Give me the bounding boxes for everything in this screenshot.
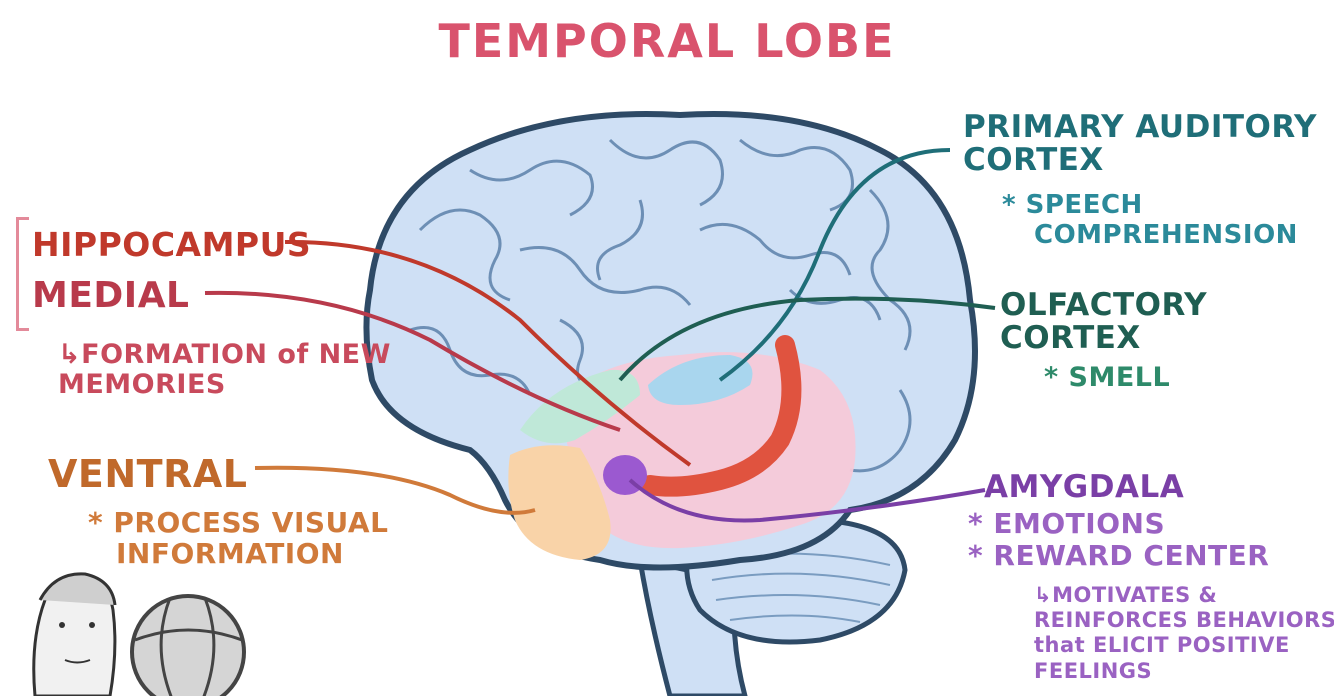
label-hippocampus: HIPPOCAMPUS bbox=[32, 225, 312, 264]
motiv-line-4: FEELINGS bbox=[1034, 658, 1153, 683]
speech-line-2: COMPREHENSION bbox=[1034, 219, 1298, 250]
hippocampus-shape bbox=[640, 335, 802, 497]
medial-line bbox=[204, 290, 621, 432]
label-smell: * SMELL bbox=[1044, 362, 1171, 393]
label-speech: * SPEECH COMPREHENSION bbox=[1002, 190, 1298, 251]
motiv-line-2: REINFORCES BEHAVIORS bbox=[1034, 608, 1334, 633]
olfactory-line-1: OLFACTORY bbox=[1000, 287, 1208, 323]
auditory-line bbox=[718, 148, 951, 382]
visual-line-1: * PROCESS VISUAL bbox=[88, 506, 389, 539]
speech-line-1: * SPEECH bbox=[1002, 190, 1143, 220]
motiv-line-3: that ELICIT POSITIVE bbox=[1034, 633, 1290, 658]
motiv-line-1: ↳MOTIVATES & bbox=[1034, 583, 1218, 607]
hippocampus-line bbox=[284, 239, 692, 467]
label-ventral: VENTRAL bbox=[48, 452, 248, 496]
formation-line-1: ↳FORMATION of NEW bbox=[58, 339, 391, 370]
face-icon bbox=[32, 572, 117, 696]
primary-auditory-line-2: CORTEX bbox=[963, 141, 1104, 178]
auditory-region bbox=[648, 355, 753, 405]
olfactory-line-2: CORTEX bbox=[1000, 319, 1141, 356]
ventral-region bbox=[508, 445, 611, 560]
label-medial: MEDIAL bbox=[32, 275, 190, 316]
medial-bracket bbox=[16, 217, 29, 331]
page-title: TEMPORAL LOBE bbox=[438, 14, 896, 68]
label-reward-center: * REWARD CENTER bbox=[968, 539, 1270, 572]
olfactory-region bbox=[520, 369, 640, 444]
label-process-visual: * PROCESS VISUAL INFORMATION bbox=[88, 506, 389, 570]
label-primary-auditory: PRIMARY AUDITORY CORTEX bbox=[963, 111, 1317, 176]
visual-line-2: INFORMATION bbox=[116, 536, 344, 570]
label-emotions: * EMOTIONS bbox=[968, 507, 1166, 540]
label-formation: ↳FORMATION of NEW MEMORIES bbox=[58, 340, 391, 399]
ventral-line bbox=[254, 465, 536, 515]
olfactory-line bbox=[618, 296, 996, 382]
label-motivates: ↳MOTIVATES & REINFORCES BEHAVIORS that E… bbox=[1034, 583, 1334, 684]
label-amygdala: AMYGDALA bbox=[984, 469, 1185, 505]
label-olfactory: OLFACTORY CORTEX bbox=[1000, 289, 1207, 354]
ball-icon bbox=[130, 594, 246, 696]
formation-line-2: MEMORIES bbox=[58, 368, 226, 400]
primary-auditory-line-1: PRIMARY AUDITORY bbox=[963, 109, 1317, 145]
amygdala-line bbox=[628, 478, 986, 523]
